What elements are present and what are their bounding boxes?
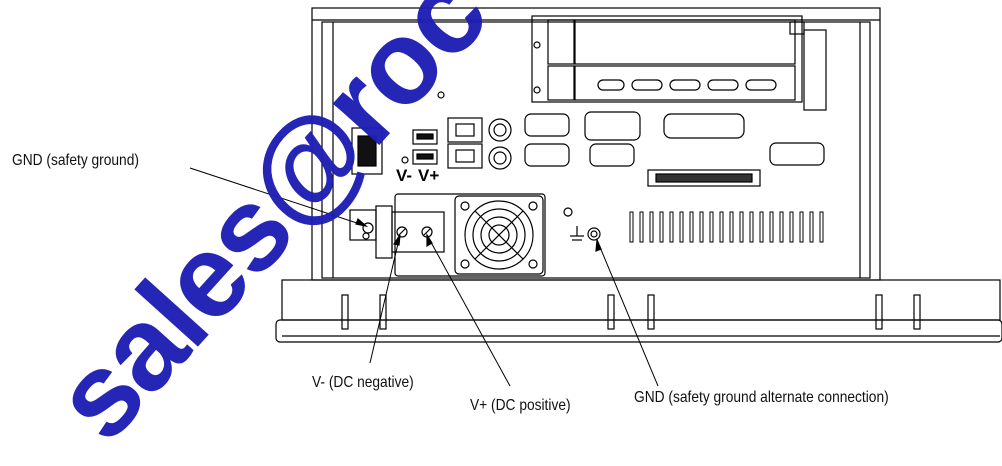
panel-hole <box>401 156 409 164</box>
serial-ports <box>524 111 825 167</box>
leader-v-plus <box>426 234 511 387</box>
side-latch <box>789 21 805 35</box>
card-bracket-2 <box>547 65 575 101</box>
card-slot-connector <box>647 169 761 187</box>
arrow-gnd-alt <box>595 237 602 252</box>
arrow-gnd-safety <box>355 217 369 228</box>
callout-v-minus: V- (DC negative) <box>312 374 414 391</box>
side-bracket <box>803 29 827 111</box>
fan <box>454 195 544 275</box>
bezel-slots <box>341 294 921 330</box>
leader-lines <box>189 167 659 387</box>
leader-gnd-safety <box>189 167 367 227</box>
gnd-terminal <box>349 209 377 241</box>
panel-label-v-minus: V- <box>396 166 413 185</box>
card-bracket-1 <box>547 19 575 65</box>
chassis-inner-panel <box>321 21 871 279</box>
bezel-top <box>281 279 1001 321</box>
card-screw-1 <box>533 41 541 49</box>
ethernet-ports <box>447 117 483 169</box>
expansion-card-1 <box>574 19 796 65</box>
panel-hole <box>563 207 573 217</box>
bezel-bottom <box>275 319 1002 343</box>
power-switch-rocker <box>357 135 377 167</box>
expansion-card-2 <box>574 65 796 101</box>
vent-grille <box>629 211 824 243</box>
callout-gnd-safety-ground: GND (safety ground) <box>12 152 139 169</box>
panel-label-v-plus: V+ <box>418 166 440 185</box>
usb-ports <box>412 129 438 165</box>
leader-v-minus <box>369 234 401 364</box>
arrow-v-minus <box>393 234 401 246</box>
callout-v-plus: V+ (DC positive) <box>470 397 571 414</box>
device-rear-drawing <box>189 7 1002 387</box>
leader-gnd-alt <box>596 239 659 387</box>
expansion-card-bay <box>531 15 803 103</box>
ground-symbol <box>570 226 584 241</box>
arrow-v-plus <box>426 232 433 248</box>
power-supply-block <box>394 193 546 277</box>
gnd-alt-screw <box>587 227 601 241</box>
power-switch <box>351 127 383 175</box>
terminal-block <box>375 205 445 259</box>
callout-gnd-alternate: GND (safety ground alternate connection) <box>634 389 889 406</box>
card-slot-contacts <box>655 173 753 183</box>
ps2-ports <box>488 118 512 170</box>
terminal-diagram: V- V+ GND (safety ground) V- (DC negativ… <box>12 0 1002 465</box>
card-screw-2 <box>533 86 541 94</box>
panel-hole <box>437 91 445 99</box>
card-slots <box>597 79 777 91</box>
